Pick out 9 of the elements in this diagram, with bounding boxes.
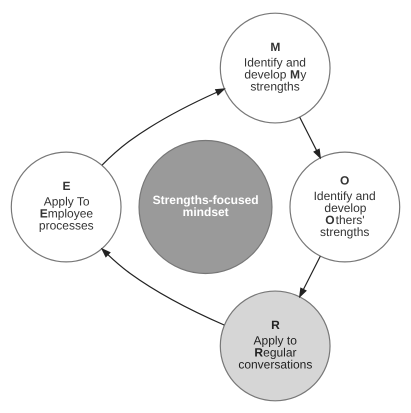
arrow [298,255,321,298]
arrow [102,88,226,165]
arrow [299,116,322,159]
node-circle: E Apply To Employee processes [10,151,122,262]
node-circle: R Apply to Regular conversations [220,290,331,401]
node-circle: M Identify and develop My strengths [220,12,331,124]
node-circle: O Identify and develop Others' strengths [289,151,400,262]
arrow [100,247,224,326]
node-circle: Strengths-focused mindset [138,139,273,274]
